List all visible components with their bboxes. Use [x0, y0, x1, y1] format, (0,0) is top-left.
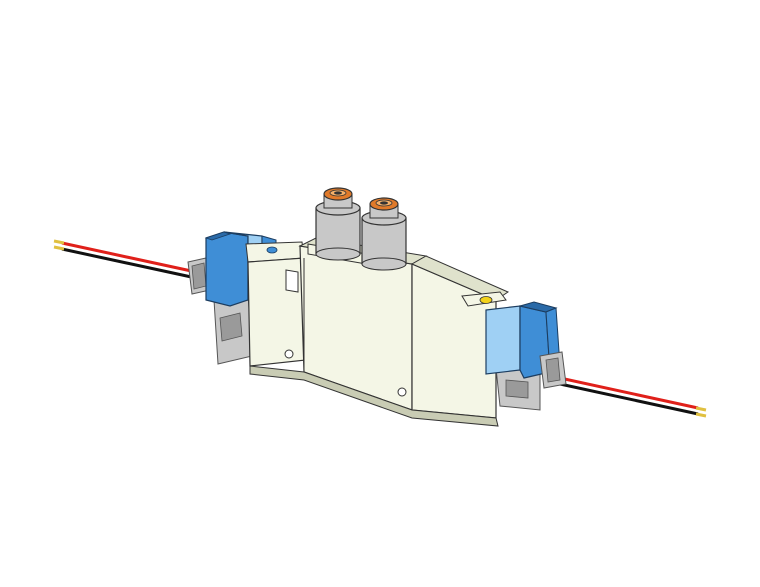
- right-connector-plug: [539, 351, 567, 389]
- left-solenoid-base: [213, 291, 253, 365]
- right-end-plate: [461, 291, 507, 307]
- right-lead-wires: [559, 376, 707, 418]
- right-solenoid-base: [495, 367, 541, 411]
- left-lead-wires: [53, 239, 197, 280]
- pipe-fitting-right: [361, 197, 407, 271]
- pipe-fitting-left: [315, 187, 361, 261]
- left-indicator-light: [266, 246, 278, 254]
- valve-body: [245, 237, 510, 427]
